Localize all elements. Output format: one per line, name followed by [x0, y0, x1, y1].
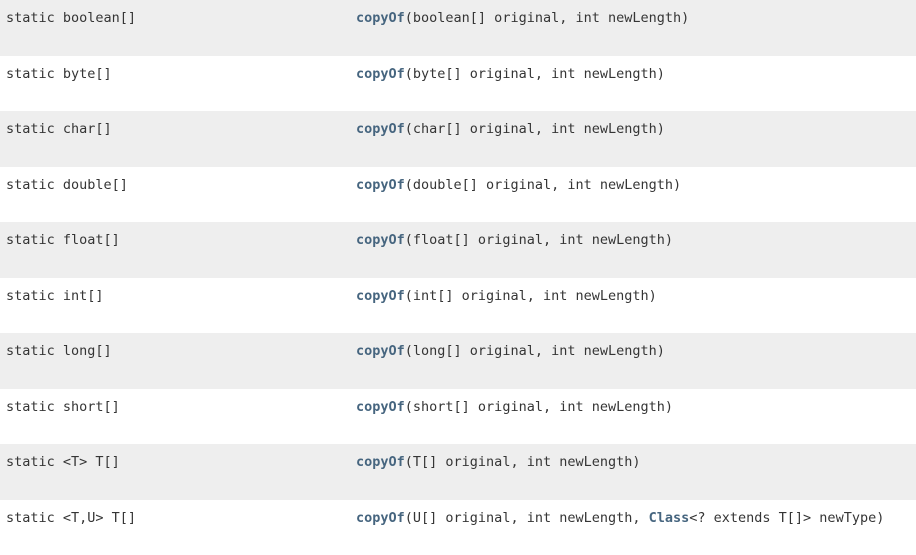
method-signature-cell: copyOf(int[] original, int newLength) — [351, 278, 916, 334]
method-link[interactable]: copyOf — [356, 10, 405, 26]
modifier-and-type-cell: static float[] — [0, 222, 351, 278]
modifier-and-type-cell: static int[] — [0, 278, 351, 334]
modifier-and-type-cell: static byte[] — [0, 56, 351, 112]
modifier-and-type-cell: static short[] — [0, 389, 351, 445]
signature-text: (long[] original, int newLength) — [405, 343, 665, 359]
table-row: static double[]copyOf(double[] original,… — [0, 167, 916, 223]
method-link[interactable]: copyOf — [356, 454, 405, 470]
signature-text: (char[] original, int newLength) — [405, 121, 665, 137]
table-row: static long[]copyOf(long[] original, int… — [0, 333, 916, 389]
method-signature-cell: copyOf(float[] original, int newLength) — [351, 222, 916, 278]
signature-text: (U[] original, int newLength, — [405, 510, 649, 526]
modifier-and-type-cell: static char[] — [0, 111, 351, 167]
method-link[interactable]: copyOf — [356, 510, 405, 526]
method-signature-cell: copyOf(U[] original, int newLength, Clas… — [351, 500, 916, 555]
modifier-and-type-cell: static <T,U> T[] — [0, 500, 351, 555]
method-link[interactable]: Class — [649, 510, 690, 526]
signature-text: (float[] original, int newLength) — [405, 232, 673, 248]
method-link[interactable]: copyOf — [356, 399, 405, 415]
signature-text: (T[] original, int newLength) — [405, 454, 641, 470]
table-row: static <T,U> T[]copyOf(U[] original, int… — [0, 500, 916, 555]
method-link[interactable]: copyOf — [356, 121, 405, 137]
method-signature-cell: copyOf(boolean[] original, int newLength… — [351, 0, 916, 56]
table-row: static char[]copyOf(char[] original, int… — [0, 111, 916, 167]
method-signature-cell: copyOf(byte[] original, int newLength) — [351, 56, 916, 112]
table-row: static byte[]copyOf(byte[] original, int… — [0, 56, 916, 112]
method-signature-cell: copyOf(double[] original, int newLength) — [351, 167, 916, 223]
signature-text: (double[] original, int newLength) — [405, 177, 681, 193]
method-signature-cell: copyOf(char[] original, int newLength) — [351, 111, 916, 167]
table-row: static short[]copyOf(short[] original, i… — [0, 389, 916, 445]
method-link[interactable]: copyOf — [356, 177, 405, 193]
signature-text: (byte[] original, int newLength) — [405, 66, 665, 82]
method-link[interactable]: copyOf — [356, 343, 405, 359]
method-signature-cell: copyOf(short[] original, int newLength) — [351, 389, 916, 445]
modifier-and-type-cell: static <T> T[] — [0, 444, 351, 500]
table-row: static int[]copyOf(int[] original, int n… — [0, 278, 916, 334]
signature-text: (int[] original, int newLength) — [405, 288, 657, 304]
table-row: static <T> T[]copyOf(T[] original, int n… — [0, 444, 916, 500]
modifier-and-type-cell: static double[] — [0, 167, 351, 223]
method-signature-cell: copyOf(long[] original, int newLength) — [351, 333, 916, 389]
signature-text: <? extends T[]> newType) — [689, 510, 884, 526]
signature-text: (short[] original, int newLength) — [405, 399, 673, 415]
modifier-and-type-cell: static boolean[] — [0, 0, 351, 56]
table-row: static float[]copyOf(float[] original, i… — [0, 222, 916, 278]
method-link[interactable]: copyOf — [356, 288, 405, 304]
method-signature-cell: copyOf(T[] original, int newLength) — [351, 444, 916, 500]
signature-text: (boolean[] original, int newLength) — [405, 10, 689, 26]
table-row: static boolean[]copyOf(boolean[] origina… — [0, 0, 916, 56]
method-link[interactable]: copyOf — [356, 66, 405, 82]
method-link[interactable]: copyOf — [356, 232, 405, 248]
modifier-and-type-cell: static long[] — [0, 333, 351, 389]
